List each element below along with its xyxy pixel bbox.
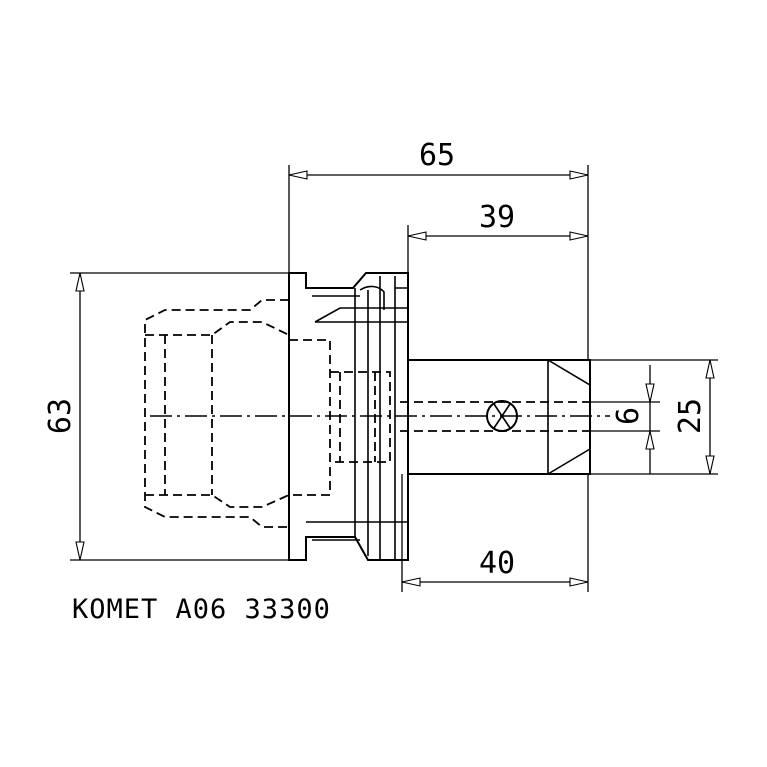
dimension-lines — [70, 165, 718, 592]
drawing-caption: KOMET A06 33300 — [72, 594, 331, 625]
tool-holder-body — [144, 272, 610, 561]
dimension-label-63: 63 — [43, 398, 78, 434]
dimension-label-25: 25 — [673, 398, 708, 434]
dimension-label-39: 39 — [479, 200, 515, 235]
dimension-label-65: 65 — [419, 138, 455, 173]
dimension-label-6: 6 — [611, 407, 646, 425]
dimension-label-40: 40 — [479, 546, 515, 581]
